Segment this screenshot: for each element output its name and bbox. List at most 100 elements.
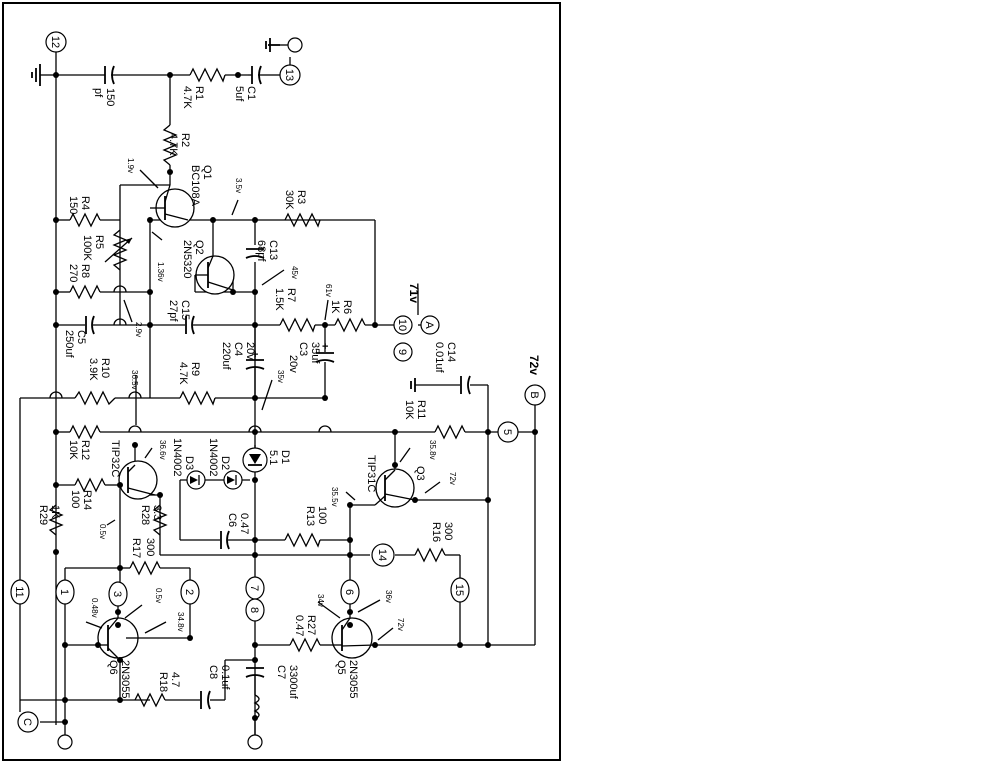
voltage-0-5v-r14: 0.5v [98, 524, 107, 539]
svg-text:C: C [21, 718, 33, 726]
voltage-72v-q3: 72v [448, 472, 457, 485]
svg-text:2: 2 [183, 589, 195, 595]
resistor-r18 [134, 692, 166, 708]
voltage-72v-q5: 72v [396, 618, 405, 631]
label-c3-rating: 20v [287, 355, 299, 373]
resistor-r28 [152, 504, 168, 536]
terminal-3: 3 [108, 581, 128, 607]
label-r9-name: R9 [189, 362, 201, 376]
capacitor-c5 [85, 315, 95, 335]
polarity-marks: + + [252, 341, 328, 361]
resistor-r13 [284, 532, 321, 548]
label-d2-type: 1N4002 [207, 438, 219, 477]
capacitor-c6 [220, 530, 230, 550]
resistor-r10 [74, 390, 116, 406]
terminal-12: 12 [45, 31, 67, 53]
resistor-r29 [48, 504, 64, 536]
transistor-q4 [118, 460, 158, 500]
terminal-10: 10 [393, 315, 413, 335]
label-q5-name: Q5 [335, 660, 347, 675]
resistor-r14 [74, 477, 106, 493]
label-r27-name: R27 [305, 615, 317, 635]
svg-text:7: 7 [248, 585, 260, 591]
terminal-1: 1 [55, 579, 75, 605]
label-r11-name: R11 [415, 400, 427, 419]
label-c13-value: 68pf [255, 240, 267, 262]
capacitors [85, 65, 471, 720]
label-r29-value: 1K [49, 505, 61, 519]
capacitor-c3 [315, 352, 335, 363]
svg-text:3: 3 [111, 591, 123, 597]
label-c5-value: 250uf [63, 330, 75, 358]
terminal-5: 5 [497, 421, 519, 443]
svg-text:+: + [322, 341, 328, 353]
terminal-14: 14 [371, 543, 395, 567]
voltage-3-5v: 3.5v [234, 178, 243, 193]
svg-text:B: B [528, 391, 540, 398]
label-r28-name: R28 [139, 505, 151, 525]
label-r3-value: 30K [283, 190, 295, 210]
terminal-a: A [420, 315, 440, 335]
label-c4-rating: 20v [244, 342, 256, 360]
terminal-13: 13 [279, 64, 301, 86]
diodes [186, 447, 268, 490]
voltage-36-5v: 36.5v [130, 370, 139, 390]
label-c7-name: C7 [275, 665, 287, 679]
label-d1-name: D1 [279, 450, 291, 464]
label-r2-value: 4.7K [167, 133, 179, 156]
label-c7-value: 3300uf [287, 665, 299, 700]
svg-text:10: 10 [396, 319, 408, 331]
label-r18-name: R18 [157, 672, 169, 692]
voltage-61v: 61v [324, 284, 333, 297]
label-r27-value: 0.47 [293, 615, 305, 636]
label-c14-value: 0.01uf [433, 342, 445, 374]
label-r29-name: R29 [37, 505, 49, 525]
resistor-r12 [69, 424, 101, 440]
resistor-r1 [189, 67, 226, 83]
label-c8-name: C8 [207, 665, 219, 679]
label-c14-name: C14 [445, 342, 457, 362]
label-q1-name: Q1 [201, 165, 213, 180]
voltage-arrows [85, 169, 441, 641]
label-c150-value: 150 [104, 88, 116, 106]
resistor-r5 [112, 229, 128, 271]
resistor-r27 [289, 637, 321, 653]
label-r1-value: 4.7K [181, 86, 193, 109]
label-r5-name: R5 [93, 235, 105, 249]
label-r13-name: R13 [304, 506, 316, 526]
label-c13-name: C13 [267, 240, 279, 260]
label-r8-value: 270 [67, 264, 79, 282]
svg-text:15: 15 [453, 584, 465, 596]
voltage-0-48v: 0.48v [90, 598, 99, 618]
label-c4-value: 220uf [220, 342, 232, 370]
voltage-36v: 36v [384, 590, 393, 603]
label-r14-name: R14 [81, 490, 93, 510]
label-q6-name: Q6 [107, 660, 119, 675]
inductor-coil [253, 694, 260, 720]
label-r12-value: 10K [67, 440, 79, 460]
label-c15-value: 27pf [167, 300, 179, 322]
resistor-r2 [162, 124, 178, 166]
svg-text:11: 11 [13, 586, 25, 597]
label-c4-name: C4 [232, 342, 244, 356]
label-c15-name: C15 [179, 300, 191, 320]
label-q4-type: TIP32C [109, 440, 121, 477]
output-jack-right [247, 734, 263, 750]
terminal-6: 6 [340, 579, 360, 605]
voltage-45v: 45v [290, 266, 299, 279]
transistor-q5 [330, 617, 376, 659]
label-q3-name: Q3 [414, 466, 426, 481]
capacitor-c150 [100, 65, 120, 85]
capacitor-c1 [248, 65, 265, 85]
label-r12-name: R12 [79, 440, 91, 460]
label-r4-value: 150 [67, 196, 79, 214]
label-r7-value: 1.5K [273, 288, 285, 311]
input-jack [287, 37, 303, 53]
terminal-9: 9 [393, 342, 413, 362]
label-r4-name: R4 [79, 196, 91, 210]
label-c3-value: 35uf [309, 342, 321, 364]
label-r2-name: R2 [179, 133, 191, 147]
label-d2-name: D2 [219, 456, 231, 470]
label-d1-value: 5.1 [267, 450, 279, 465]
